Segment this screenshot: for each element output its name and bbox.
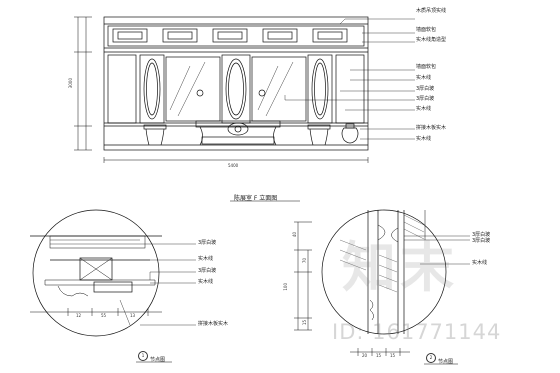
label-d2-glass-2: 3厚白玻 bbox=[472, 238, 491, 244]
detail1-bubble: 1 bbox=[138, 351, 148, 361]
dim-d2-bottom-a: 20 bbox=[362, 353, 368, 358]
dim-elev-height: 3000 bbox=[68, 78, 73, 89]
dim-d2-bottom-b: 15 bbox=[376, 353, 382, 358]
label-elev-wood-line-2: 实木线 bbox=[416, 106, 432, 112]
elevation-frame bbox=[103, 16, 369, 151]
label-elev-wood-panel: 拼接木板实木 bbox=[416, 125, 447, 131]
detail2-bubble: 2 bbox=[426, 353, 436, 363]
dim-d2-left-a: 40 bbox=[292, 232, 297, 238]
label-elev-glass-1: 3厚白玻 bbox=[416, 86, 435, 92]
watermark-id: ID: 161771144 bbox=[332, 320, 502, 344]
dim-d2-left-c: 70 bbox=[302, 258, 307, 264]
label-d2-glass-1: 3厚白玻 bbox=[472, 232, 491, 238]
detail2-circle bbox=[321, 209, 447, 335]
label-d1-glass-1: 3厚白玻 bbox=[198, 240, 217, 246]
dim-d1-c: 13 bbox=[130, 313, 136, 318]
label-d1-glass-2: 3厚白玻 bbox=[198, 268, 217, 274]
dim-d2-left-b: 100 bbox=[283, 283, 288, 291]
label-d1-wood-line-2: 实木线 bbox=[198, 279, 214, 285]
label-elev-ceiling: 木质吊顶实线 bbox=[416, 8, 447, 14]
label-d2-wood-line: 实木线 bbox=[472, 260, 488, 266]
label-elev-wall-fabric-1: 墙面软包 bbox=[416, 27, 437, 33]
label-elev-wall-fabric-2: 墙面软包 bbox=[416, 64, 437, 70]
dim-d1-a: 12 bbox=[76, 313, 82, 318]
label-elev-molding: 实木线角造型 bbox=[416, 37, 447, 43]
elevation-title: 陈展室 F 立面图 bbox=[234, 195, 278, 202]
label-elev-wood-line-3: 实木线 bbox=[416, 136, 432, 142]
detail1-circle bbox=[32, 209, 160, 337]
dim-d2-bottom-c: 15 bbox=[390, 353, 396, 358]
label-elev-glass-2: 3厚白玻 bbox=[416, 96, 435, 102]
label-d1-wood-panel: 拼接木板实木 bbox=[198, 321, 229, 327]
detail1-caption: 节点图 bbox=[150, 357, 166, 363]
label-elev-wood-line-1: 实木线 bbox=[416, 75, 432, 81]
dim-elev-width: 5400 bbox=[228, 163, 239, 168]
detail2-caption: 节点图 bbox=[438, 359, 454, 365]
watermark-brand: 知末 bbox=[342, 236, 458, 299]
dim-d1-b: 55 bbox=[101, 313, 107, 318]
label-d1-wood-line-1: 实木线 bbox=[198, 256, 214, 262]
dim-d2-left-d: 15 bbox=[302, 320, 307, 326]
